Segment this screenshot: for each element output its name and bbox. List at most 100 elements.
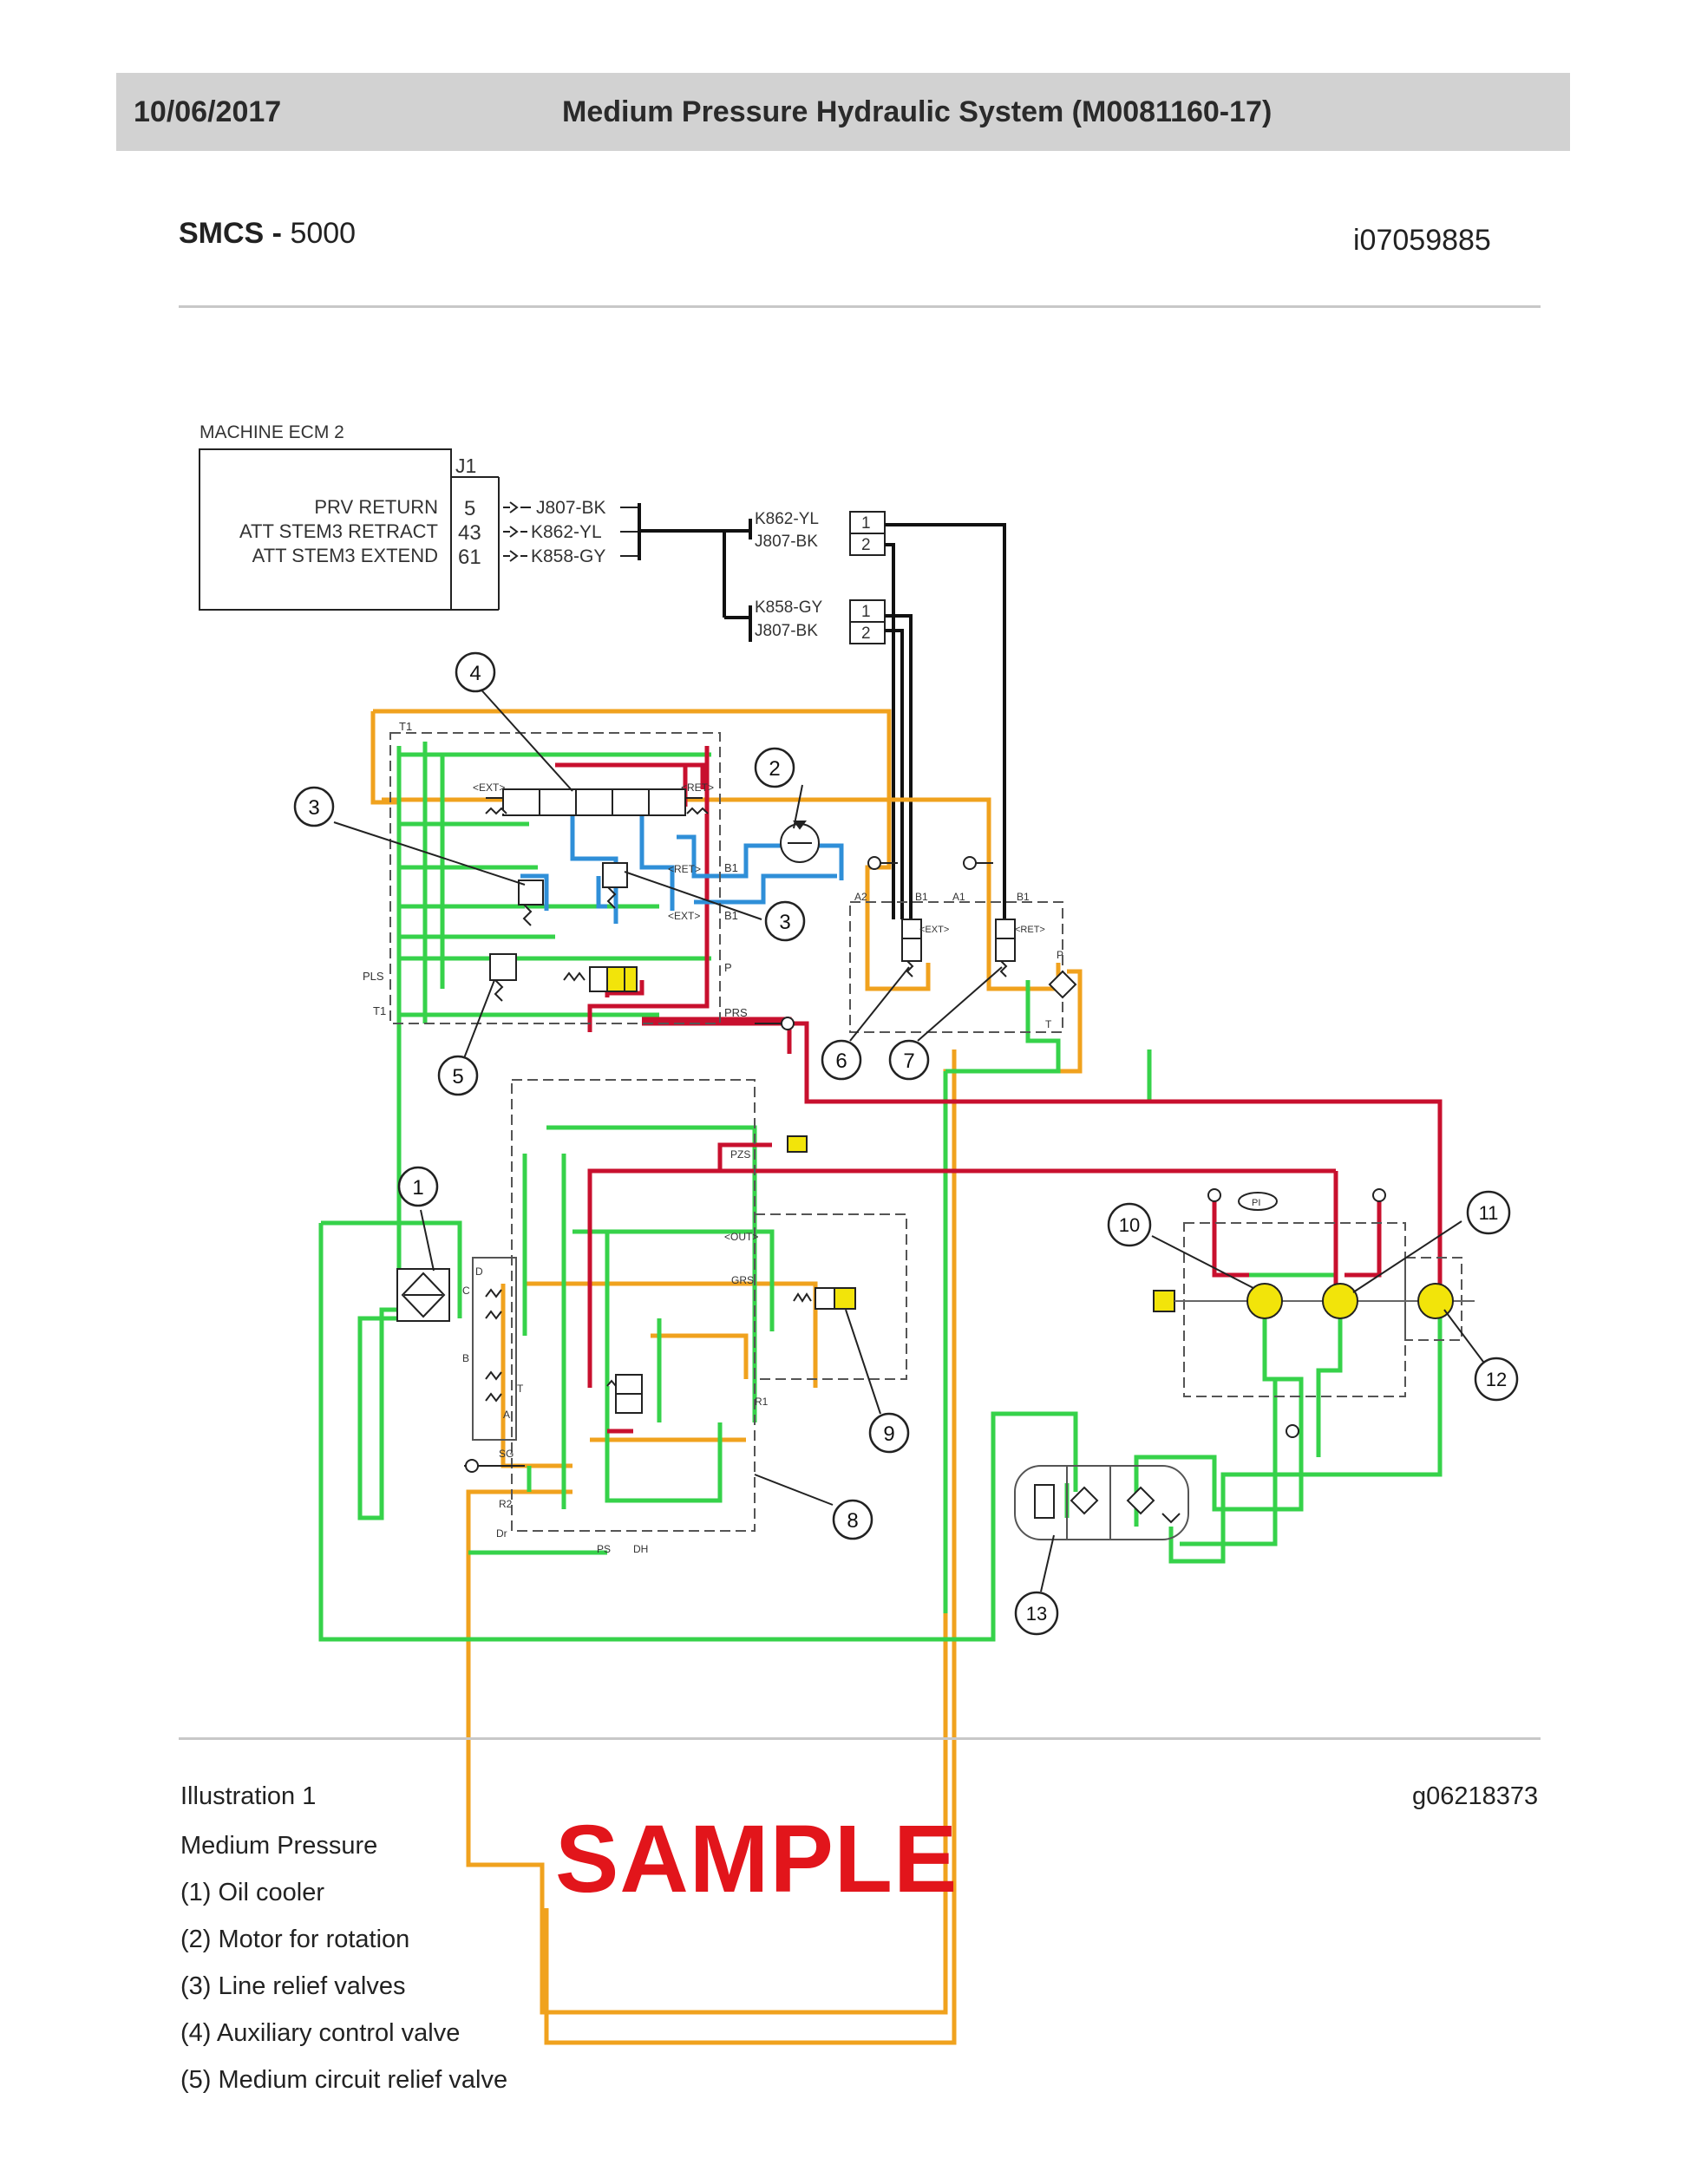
callout-6: 6	[821, 1039, 862, 1081]
callout-4: 4	[455, 651, 496, 693]
svg-text:12: 12	[1486, 1369, 1507, 1390]
illustration-label: Illustration 1	[180, 1782, 317, 1810]
sample-watermark: SAMPLE	[555, 1806, 958, 1913]
conn-lower-wire-2: J807-BK	[755, 622, 818, 640]
callout-13: 13	[1014, 1591, 1059, 1636]
legend-item: (5) Medium circuit relief valve	[180, 2066, 508, 2094]
callout-10: 10	[1107, 1202, 1152, 1247]
bottom-divider	[179, 1737, 1541, 1740]
port-tt: T	[517, 1383, 524, 1395]
callout-9: 9	[868, 1412, 910, 1454]
port-ext-2: <EXT>	[919, 925, 949, 935]
page-header: 10/06/2017 Medium Pressure Hydraulic Sys…	[116, 73, 1570, 151]
port-ps: PS	[597, 1543, 611, 1555]
port-b1b: B1	[915, 891, 928, 903]
port-b: B	[462, 1352, 469, 1364]
port-a1: A1	[952, 891, 965, 903]
connector-upper	[849, 511, 886, 556]
wiring-harness	[638, 503, 752, 642]
svg-text:3: 3	[308, 796, 319, 820]
ecm-wire-2: K862-YL	[531, 522, 602, 542]
conn-upper-wire-2: J807-BK	[755, 533, 818, 551]
conn-lower-pin-2: 2	[861, 624, 871, 643]
valve-housings	[389, 732, 1462, 1532]
port-c: C	[462, 1285, 470, 1297]
caption-subtitle: Medium Pressure	[180, 1832, 378, 1860]
legend-item: (3) Line relief valves	[180, 1972, 406, 2000]
svg-text:1: 1	[412, 1176, 423, 1200]
svg-text:7: 7	[903, 1049, 914, 1073]
port-t1: T1	[399, 720, 412, 733]
ecm-pin-1: 5	[464, 497, 475, 520]
smcs-value: 5000	[290, 217, 357, 250]
port-ret-3: <RET>	[668, 863, 701, 875]
port-p-b: P	[1057, 949, 1063, 961]
port-p: P	[724, 961, 732, 974]
filter-symbol-valve	[1048, 970, 1077, 999]
svg-text:2: 2	[769, 757, 780, 781]
sg-test-port	[464, 1459, 525, 1473]
port-a: A	[503, 1409, 510, 1421]
connector-lower	[849, 599, 886, 644]
port-pzs: PZS	[730, 1148, 750, 1161]
callout-8: 8	[832, 1499, 873, 1540]
callout-1: 1	[397, 1166, 439, 1207]
port-dr: Dr	[496, 1527, 507, 1540]
legend-item: (2) Motor for rotation	[180, 1926, 410, 1953]
pump-group	[1153, 1283, 1475, 1319]
svg-text:9: 9	[883, 1422, 894, 1446]
callout-badges: 4 2 3 3 5 6 7 1 9 8 10 11 12 13	[293, 651, 1519, 1636]
port-d: D	[475, 1265, 483, 1278]
conn-upper-pin-1: 1	[861, 514, 871, 533]
pump-pressure-sensor	[1238, 1192, 1278, 1211]
port-sg: SG	[499, 1448, 514, 1460]
ecm-wire-1: J807-BK	[536, 498, 606, 518]
tank-symbols	[1034, 1484, 1181, 1524]
smcs-label: SMCS -	[179, 217, 291, 250]
ecm-pin-label-3: ATT STEM3 EXTEND	[252, 545, 438, 566]
port-b1d: B1	[1017, 891, 1030, 903]
ecm-title: MACHINE ECM 2	[200, 422, 344, 442]
pilot-solenoid-9	[793, 1287, 856, 1310]
svg-text:4: 4	[469, 662, 481, 685]
ecm-connector: J1	[455, 454, 476, 477]
header-date: 10/06/2017	[134, 95, 282, 128]
callout-5: 5	[437, 1055, 479, 1096]
medium-circuit-relief-valve	[489, 953, 638, 1002]
port-prs: PRS	[724, 1006, 748, 1019]
line-relief-valve-right	[602, 862, 628, 909]
pilot-valve-spool	[606, 1374, 643, 1414]
aux-control-valve-spool	[485, 788, 709, 816]
ecm-pin-label-1: PRV RETURN	[314, 496, 438, 518]
solenoid-valve-6	[901, 919, 922, 978]
rotation-motor-symbol	[780, 821, 820, 863]
prs-test-port	[755, 1017, 795, 1030]
machine-ecm	[199, 448, 500, 611]
oil-cooler-symbol	[396, 1268, 450, 1322]
port-ext-3: <EXT>	[668, 910, 700, 922]
port-ext: <EXT>	[473, 781, 505, 794]
conn-lower-wire-1: K858-GY	[755, 598, 822, 617]
svg-text:3: 3	[779, 911, 790, 934]
svg-text:5: 5	[452, 1065, 463, 1089]
conn-lower-pin-1: 1	[861, 603, 871, 621]
callout-leaders	[333, 684, 1484, 1592]
callout-7: 7	[888, 1039, 930, 1081]
port-pls: PLS	[363, 970, 384, 983]
graphic-id: g06218373	[1412, 1782, 1539, 1810]
ecm-pin-2: 43	[458, 521, 481, 545]
top-divider	[179, 305, 1541, 308]
callout-2: 2	[754, 747, 795, 788]
legend-item: (1) Oil cooler	[180, 1879, 324, 1906]
callout-11: 11	[1466, 1190, 1511, 1235]
port-t1b: T1	[373, 1004, 386, 1017]
port-dh: DH	[633, 1543, 648, 1555]
port-out: <OUT>	[724, 1231, 758, 1243]
callout-3-right: 3	[764, 900, 806, 942]
pump-test-ports	[1207, 1188, 1386, 1438]
callout-3-left: 3	[293, 786, 335, 827]
legend-item: (4) Auxiliary control valve	[180, 2019, 461, 2047]
solenoid-wires	[885, 523, 1006, 919]
document-id: i07059885	[1353, 224, 1491, 257]
